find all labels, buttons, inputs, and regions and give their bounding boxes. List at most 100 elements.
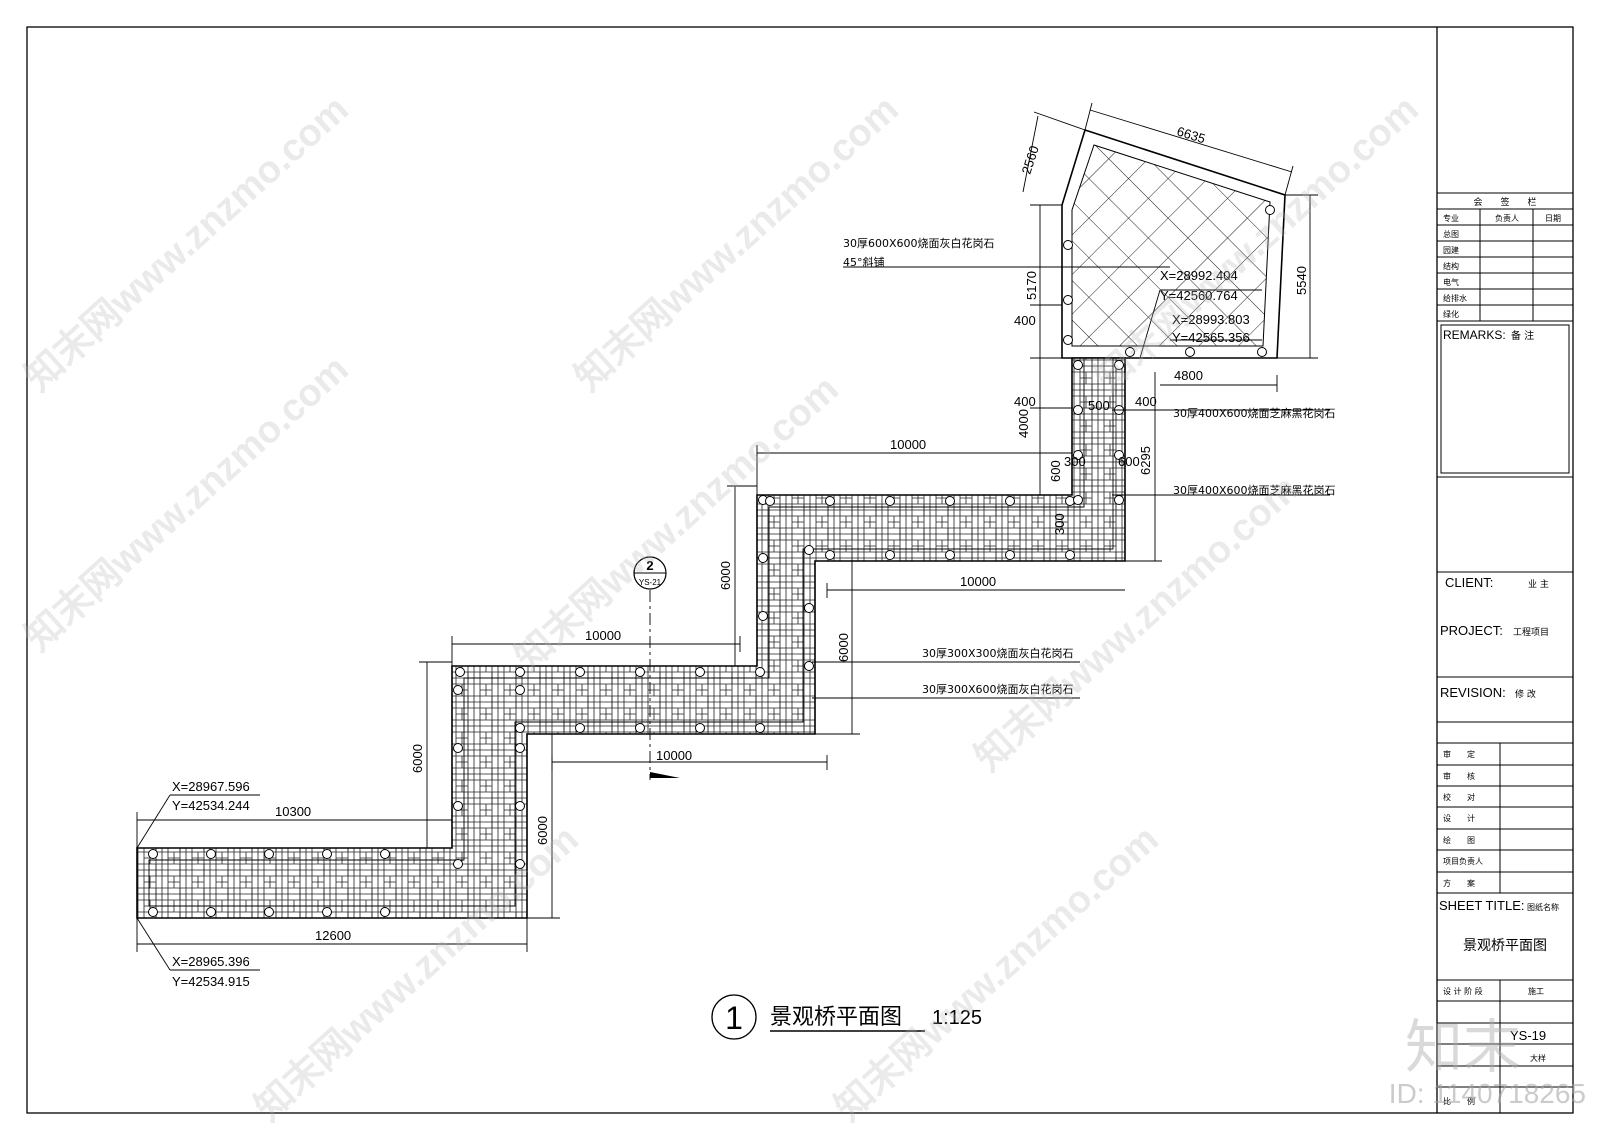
bollard-post xyxy=(1063,240,1073,250)
dim-seg1-10000: 10000 xyxy=(890,437,926,452)
disc-4: 给排水 xyxy=(1443,293,1467,303)
bollard-post xyxy=(515,667,525,677)
bollard-post xyxy=(264,907,274,917)
approval-0: 审 定 xyxy=(1443,749,1475,759)
coord-2x: X=28993.803 xyxy=(1172,312,1250,327)
bollard-post xyxy=(515,743,525,753)
sheet-border xyxy=(26,26,1574,1114)
bollard-post xyxy=(825,550,835,560)
dim-6635: 6635 xyxy=(1175,124,1207,147)
revision-cn: 修 改 xyxy=(1515,688,1536,700)
approval-5: 项目负责人 xyxy=(1443,856,1483,866)
section-marker: 2 YS-21 xyxy=(633,556,667,590)
bollard-post xyxy=(1005,496,1015,506)
bollard-post xyxy=(1065,550,1075,560)
bollard-post xyxy=(515,723,525,733)
bollard-post xyxy=(825,496,835,506)
title-number: 1 xyxy=(725,1000,743,1036)
bollard-post xyxy=(1073,495,1083,505)
dim-400a: 400 xyxy=(1014,313,1036,328)
sheet-title-label: SHEET TITLE: xyxy=(1439,898,1525,913)
col-person: 负责人 xyxy=(1495,213,1519,223)
section-ref: YS-21 xyxy=(639,578,662,587)
note-400-black-a: 30厚400X600烧面芝麻黑花岗石 xyxy=(1173,406,1336,420)
title-text: 景观桥平面图 xyxy=(770,1005,902,1030)
bollard-post xyxy=(1063,295,1073,305)
dim-seg2-10000: 10000 xyxy=(960,574,996,589)
bollard-post xyxy=(1114,360,1124,370)
dim-500: 500 xyxy=(1088,398,1110,413)
note-300-granite: 30厚300X300烧面灰白花岗石 xyxy=(922,646,1074,660)
bollard-post xyxy=(804,661,814,671)
revision-label: REVISION: xyxy=(1440,685,1506,700)
bollard-post xyxy=(945,550,955,560)
scale-label: 比 例 xyxy=(1443,1096,1475,1106)
dim-10300: 10300 xyxy=(275,804,311,819)
col-discipline: 专业 xyxy=(1443,213,1459,223)
bollard-post xyxy=(453,801,463,811)
viewing-platform xyxy=(1061,128,1286,359)
bollard-post xyxy=(804,545,814,555)
bridge-deck xyxy=(136,357,1126,919)
client-cn: 业 主 xyxy=(1528,578,1549,590)
coord-1x: X=28992.404 xyxy=(1160,268,1238,283)
dim-seg3-6000: 6000 xyxy=(410,744,425,773)
bollard-post xyxy=(322,849,332,859)
watermark-logo: 知末 xyxy=(1405,1013,1522,1081)
section-number: 2 xyxy=(646,558,653,573)
dim-600b: 600 xyxy=(1118,454,1140,469)
bollard-post xyxy=(453,859,463,869)
dim-5170: 5170 xyxy=(1024,271,1039,300)
bollard-post xyxy=(765,496,775,506)
dim-600a: 600 xyxy=(1048,460,1063,482)
bollard-post xyxy=(695,667,705,677)
bollard-post xyxy=(515,801,525,811)
bollard-post xyxy=(455,667,465,677)
bollard-post xyxy=(148,849,158,859)
bollard-post xyxy=(695,723,705,733)
bollard-post xyxy=(1005,550,1015,560)
title-scale: 1:125 xyxy=(932,1007,982,1029)
dim-seg1-6000: 6000 xyxy=(718,561,733,590)
dim-seg4-10000: 10000 xyxy=(656,748,692,763)
bollard-post xyxy=(758,553,768,563)
dim-5540: 5540 xyxy=(1294,266,1309,295)
bollard-post xyxy=(1114,450,1124,460)
coord-1y: Y=42560.764 xyxy=(1160,288,1238,303)
bollard-post xyxy=(1257,347,1267,357)
bollard-post xyxy=(380,849,390,859)
bollard-post xyxy=(755,667,765,677)
bollard-post xyxy=(635,723,645,733)
coord-3x: X=28967.596 xyxy=(172,779,250,794)
note-600-granite: 30厚600X600烧面灰白花岗石 xyxy=(843,236,995,250)
bollard-post xyxy=(885,550,895,560)
client-label: CLIENT: xyxy=(1445,575,1493,590)
coord-4x: X=28965.396 xyxy=(172,954,250,969)
bollard-post xyxy=(575,667,585,677)
bollard-post xyxy=(148,907,158,917)
approval-6: 方 案 xyxy=(1443,878,1475,888)
project-label: PROJECT: xyxy=(1440,623,1503,638)
coord-3y: Y=42534.244 xyxy=(172,798,250,813)
sheet-no: YS-19 xyxy=(1510,1028,1546,1043)
dim-4000: 4000 xyxy=(1016,409,1031,438)
remarks-label: REMARKS: xyxy=(1443,328,1506,342)
bollard-post xyxy=(945,496,955,506)
bollard-post xyxy=(1265,205,1275,215)
drawing-title: 1 景观桥平面图 1:125 xyxy=(711,994,982,1040)
sheet-title-value: 景观桥平面图 xyxy=(1463,938,1547,954)
bollard-post xyxy=(1073,450,1083,460)
bollard-post xyxy=(575,723,585,733)
dim-seg3-10000: 10000 xyxy=(585,628,621,643)
col-date: 日期 xyxy=(1545,214,1561,223)
disc-0: 总图 xyxy=(1443,229,1459,239)
stage-value: 施工 xyxy=(1528,986,1544,996)
disc-1: 园建 xyxy=(1443,245,1459,255)
title-block xyxy=(1437,192,1573,1113)
sheet-title-cn: 图纸名称 xyxy=(1527,902,1559,912)
watermark-id: ID: 1140718265 xyxy=(1388,1078,1586,1109)
bollard-post xyxy=(264,849,274,859)
approval-3: 设 计 xyxy=(1443,813,1475,823)
disc-3: 电气 xyxy=(1443,277,1459,287)
